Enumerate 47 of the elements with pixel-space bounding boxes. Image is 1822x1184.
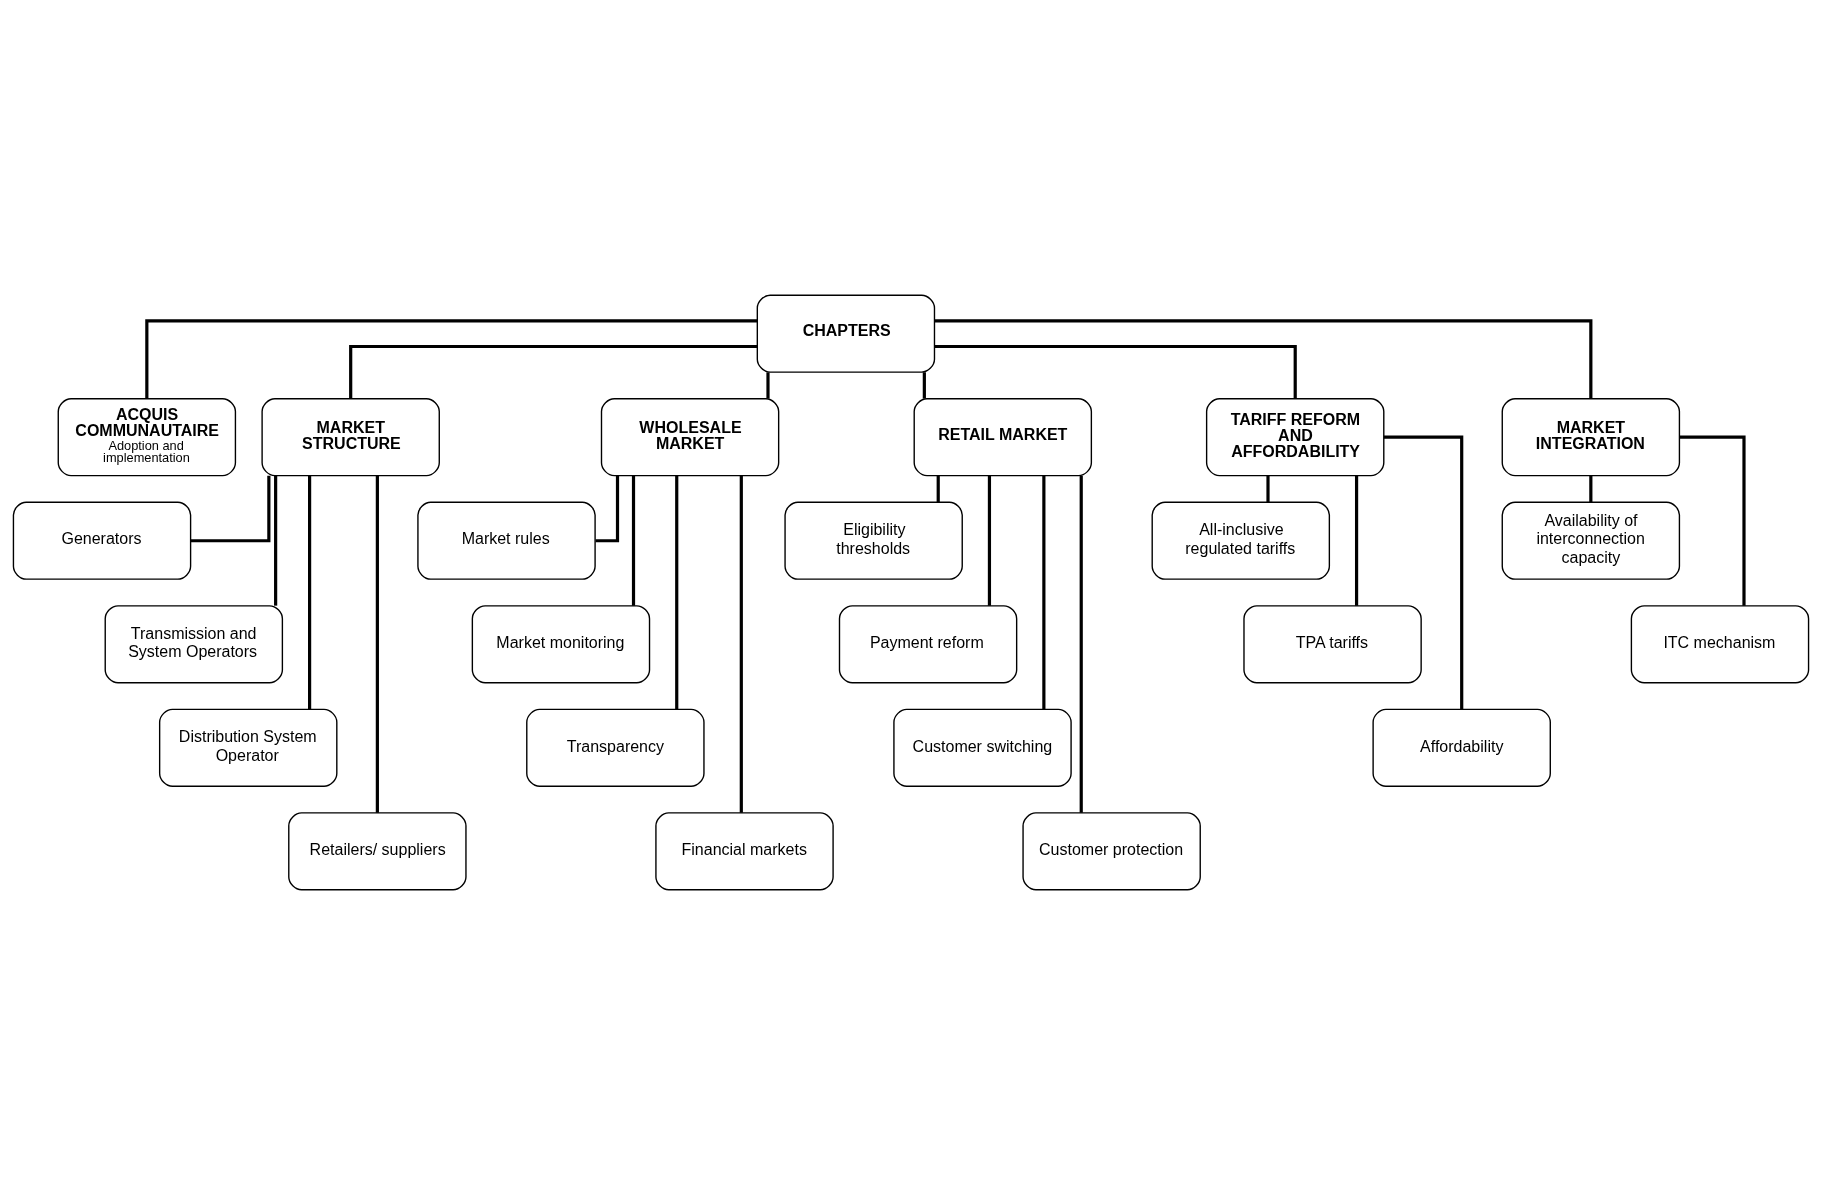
node-box: Customer switching [893, 708, 1072, 787]
node-box: ACQUIS COMMUNAUTAIRE Adoption and implementation [57, 397, 237, 476]
node-box: ITC mechanism [1630, 604, 1810, 683]
node-box: All-inclusive regulated tariffs [1151, 501, 1331, 580]
node-box: Generators [12, 501, 192, 580]
connector [675, 475, 679, 709]
connector [936, 475, 940, 502]
node-box: Market rules [417, 501, 596, 580]
connector [631, 475, 636, 606]
connector [190, 475, 271, 542]
connector [1589, 475, 1593, 502]
node-box: Availability of interconnection capacity [1501, 501, 1681, 580]
node-box: TARIFF REFORM AND AFFORDABILITY [1205, 397, 1385, 476]
connector [1079, 475, 1083, 813]
node-box: Customer protection [1022, 811, 1201, 890]
connector [1383, 435, 1464, 709]
node-box: Eligibility thresholds [784, 501, 963, 580]
node-box: CHAPTERS [756, 294, 936, 373]
node-box: Payment reform [838, 604, 1018, 683]
node-box: MARKET STRUCTURE [261, 397, 440, 476]
connector [375, 475, 379, 813]
connector [739, 475, 743, 813]
node-box: TPA tariffs [1243, 604, 1422, 683]
node-box: Distribution System Operator [158, 708, 338, 787]
connector [145, 318, 757, 398]
node-box: Transmission and System Operators [104, 604, 284, 683]
connector [1679, 435, 1746, 606]
connector [274, 475, 278, 606]
connector [595, 475, 620, 542]
node-box: MARKET INTEGRATION [1501, 397, 1681, 476]
node-box: RETAIL MARKET [913, 397, 1093, 476]
connector [766, 371, 770, 399]
connector [1042, 475, 1046, 709]
connector [922, 371, 926, 399]
connector [1266, 475, 1270, 502]
connector [308, 475, 312, 709]
node-box: Transparency [526, 708, 705, 787]
node-box: Affordability [1372, 708, 1551, 787]
connector [349, 344, 758, 399]
connector [1355, 475, 1359, 606]
node-box: Retailers/ suppliers [288, 811, 467, 890]
connector [987, 475, 992, 606]
connector [934, 318, 1593, 398]
node-box: Market monitoring [471, 604, 651, 683]
node-box: WHOLESALE MARKET [600, 397, 780, 476]
connector [934, 344, 1297, 399]
node-box: Financial markets [655, 811, 834, 890]
